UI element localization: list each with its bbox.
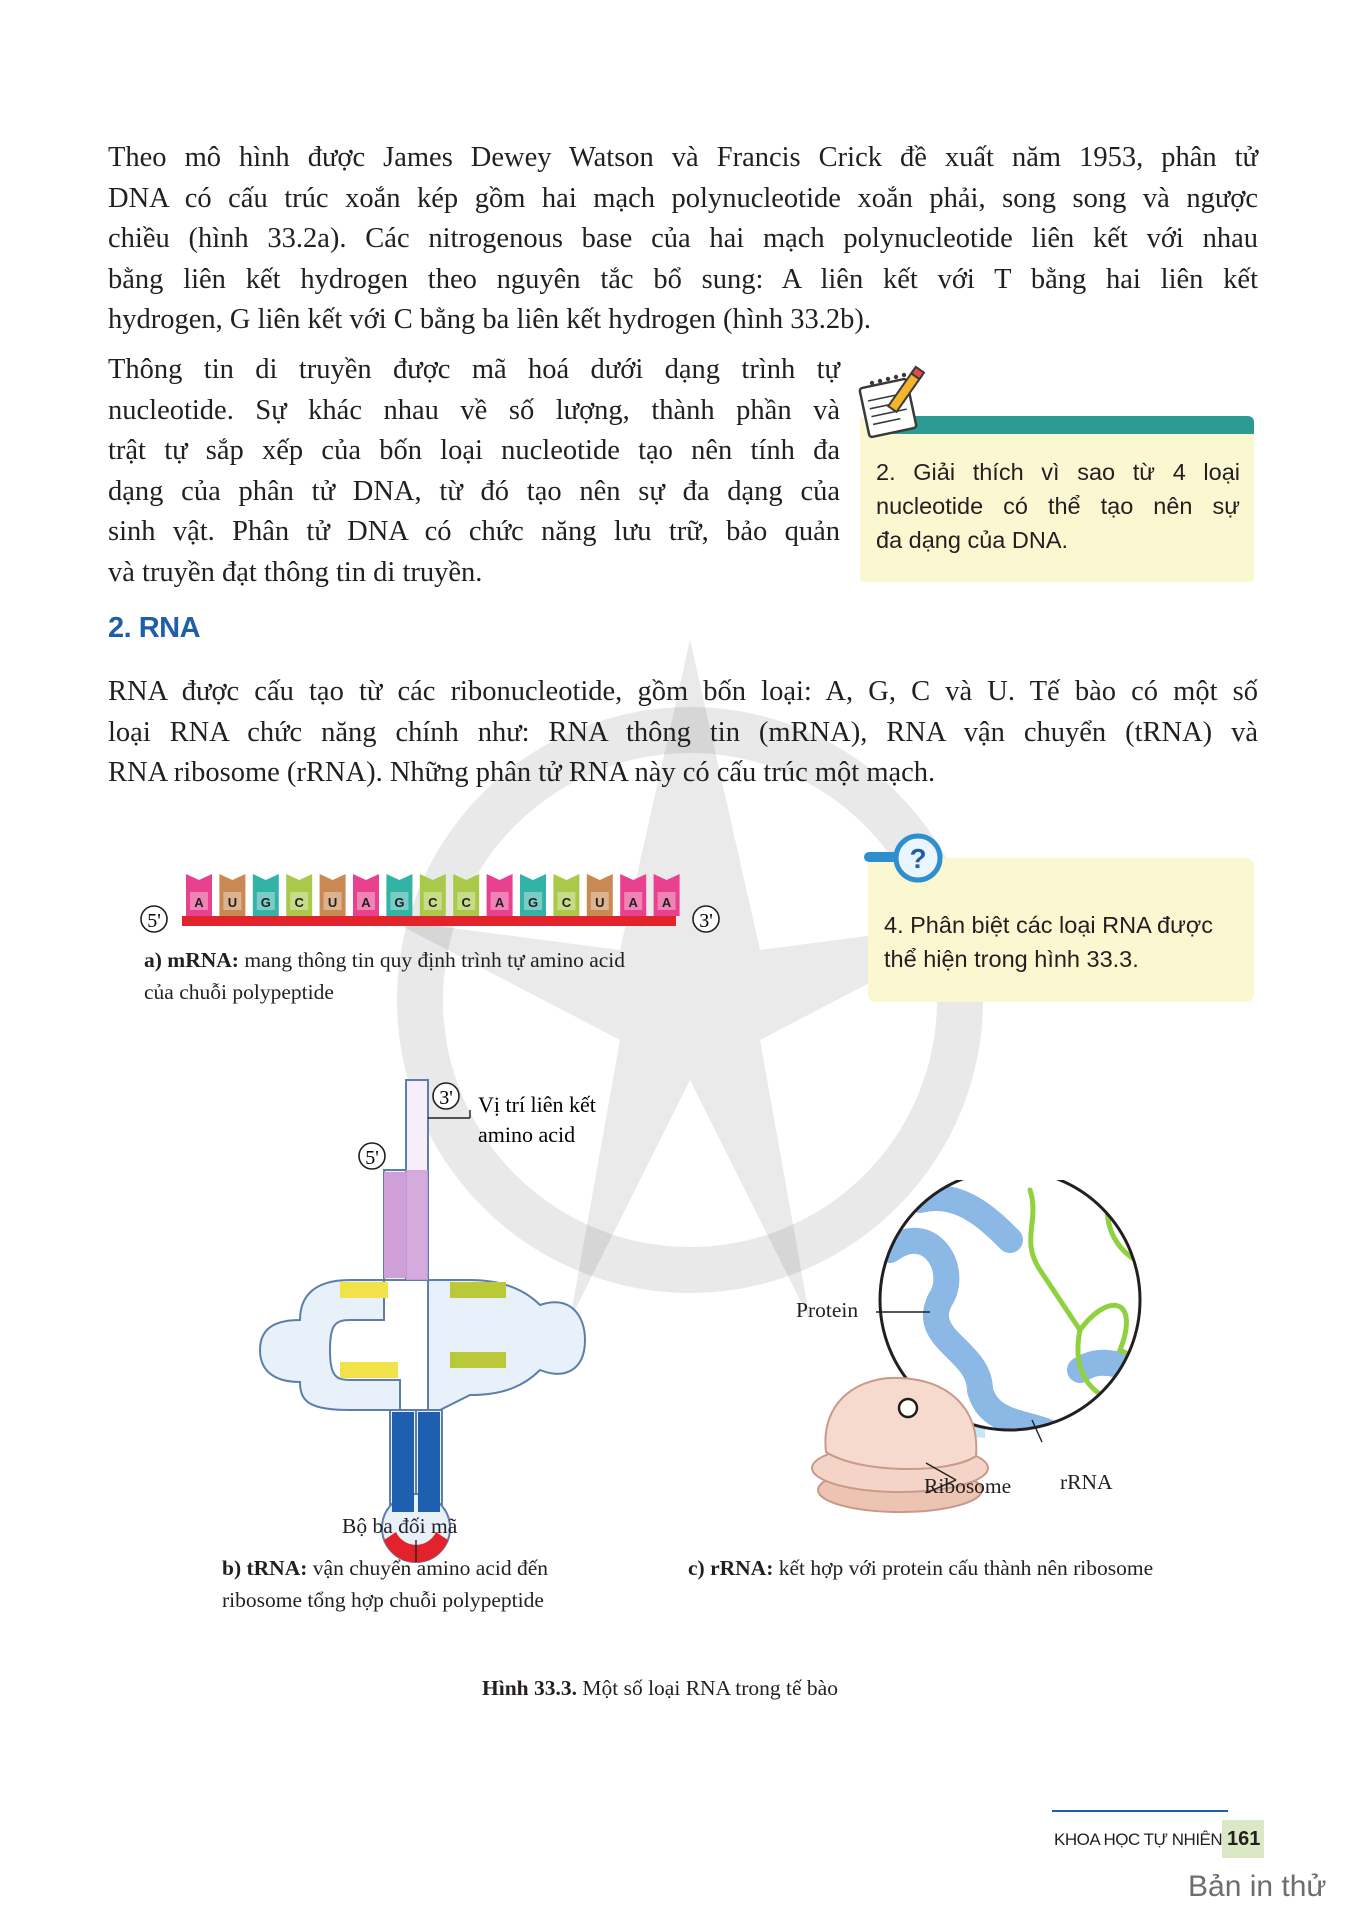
question-box-2 bbox=[860, 418, 1254, 582]
mrna-base-letter: G bbox=[528, 895, 538, 910]
mrna-base-letter: U bbox=[595, 895, 604, 910]
svg-text:?: ? bbox=[909, 843, 926, 874]
question-box-2-header-bar bbox=[878, 416, 1254, 434]
mrna-base-letter: C bbox=[562, 895, 572, 910]
mrna-3-end-marker bbox=[692, 905, 720, 933]
trna-5-end-label: 5' bbox=[365, 1147, 379, 1169]
rrna-protein-label: Protein bbox=[796, 1298, 859, 1322]
mrna-base-tile: G bbox=[520, 874, 546, 916]
rrna-caption: c) rRNA: kết hợp với protein cấu thành n… bbox=[688, 1552, 1268, 1584]
mrna-base-letter: A bbox=[495, 895, 505, 910]
rna-line: RNA được cấu tạo từ các ribonucleotide, … bbox=[108, 676, 1258, 707]
ribosome-icon bbox=[811, 1376, 989, 1513]
mrna-5-end-marker bbox=[140, 905, 168, 933]
figure-title-rest: Một số loại RNA trong tế bào bbox=[577, 1676, 838, 1700]
trna-3-end-marker bbox=[432, 1082, 460, 1110]
rrna-caption-bold: c) rRNA: bbox=[688, 1556, 774, 1580]
intro-line: chiều (hình 33.2a). Các nitrogenous base… bbox=[108, 223, 1258, 254]
trna-caption-line2: ribosome tổng hợp chuỗi polypeptide bbox=[222, 1588, 544, 1612]
info-line: sinh vật. Phân tử DNA có chức năng lưu t… bbox=[108, 516, 840, 547]
mrna-caption-rest: mang thông tin quy định trình tự amino a… bbox=[238, 948, 626, 972]
mrna-base-letter: U bbox=[328, 895, 337, 910]
question-box-2-text: 2. Giải thích vì sao từ 4 loại nucleotid… bbox=[876, 455, 1240, 557]
question-4-line: thể hiện trong hình 33.3. bbox=[884, 946, 1139, 972]
mrna-base-letter: A bbox=[194, 895, 204, 910]
mrna-diagram: A U G C U A G C C A G C U A A 5' 3' bbox=[140, 874, 720, 933]
question-box-4 bbox=[868, 858, 1254, 1002]
trna-anticodon-label: Bộ ba đối mã bbox=[342, 1514, 458, 1538]
question-box-4-text: 4. Phân biệt các loại RNA được thể hiện … bbox=[884, 908, 1246, 976]
figure-title: Hình 33.3. Một số loại RNA trong tế bào bbox=[482, 1672, 838, 1704]
mrna-base-tile: C bbox=[453, 874, 480, 916]
mrna-base-tile: U bbox=[219, 874, 246, 916]
rna-paragraph: RNA được cấu tạo từ các ribonucleotide, … bbox=[108, 672, 1258, 794]
trna-site-label-line2: amino acid bbox=[478, 1122, 575, 1147]
mrna-base-tile: A bbox=[486, 874, 513, 916]
intro-line: DNA có cấu trúc xoắn kép gồm hai mạch po… bbox=[108, 182, 1258, 214]
rrna-ribosome-label: Ribosome bbox=[924, 1474, 1012, 1498]
mrna-base-letter: U bbox=[228, 895, 237, 910]
mrna-base-tile: G bbox=[252, 874, 279, 916]
footer-book-title: KHOA HỌC TỰ NHIÊN 9 bbox=[1054, 1830, 1236, 1849]
section-heading: 2. RNA bbox=[108, 612, 201, 644]
rrna-caption-rest: kết hợp với protein cấu thành nên riboso… bbox=[773, 1556, 1154, 1580]
mrna-base-tile: C bbox=[553, 874, 580, 916]
mrna-base-letter: C bbox=[462, 895, 472, 910]
mrna-base-letter: A bbox=[662, 895, 672, 910]
rrna-diagram bbox=[811, 1180, 1142, 1513]
footer-rule bbox=[1052, 1810, 1228, 1812]
trna-3-end-label: 3' bbox=[439, 1087, 453, 1109]
question-2-line: 2. Giải thích vì sao từ 4 loại bbox=[876, 459, 1240, 485]
footer-page-number: 161 bbox=[1227, 1828, 1261, 1850]
trna-diagram: 5' 3' Vị trí liên kết amino acid bbox=[258, 1079, 596, 1563]
mrna-backbone bbox=[182, 916, 676, 926]
mrna-base-letter: C bbox=[295, 895, 305, 910]
mrna-base-tile: A bbox=[620, 874, 647, 916]
mrna-base-letter: A bbox=[629, 895, 639, 910]
mrna-base-tile: U bbox=[586, 874, 613, 916]
mrna-base-letter: G bbox=[394, 895, 404, 910]
trna-caption-bold: b) tRNA: bbox=[222, 1556, 308, 1580]
info-line: trật tự sắp xếp của bốn loại nucleotide … bbox=[108, 435, 840, 466]
trna-site-label-line1: Vị trí liên kết bbox=[478, 1092, 596, 1117]
trna-caption-rest: vận chuyển amino acid đến bbox=[307, 1556, 549, 1580]
mrna-5-end-label: 5' bbox=[147, 910, 161, 932]
info-line: dạng của phân tử DNA, từ đó tạo nên sự đ… bbox=[108, 475, 840, 507]
rrna-rrna-label: rRNA bbox=[1060, 1470, 1113, 1494]
info-line: và truyền đạt thông tin di truyền. bbox=[108, 556, 483, 588]
mrna-base-tile: G bbox=[386, 874, 413, 916]
intro-line: Theo mô hình được James Dewey Watson và … bbox=[108, 142, 1258, 173]
intro-paragraph: Theo mô hình được James Dewey Watson và … bbox=[108, 138, 1258, 341]
trna-caption: b) tRNA: vận chuyển amino acid đến ribos… bbox=[222, 1552, 642, 1616]
question-2-line: đa dạng của DNA. bbox=[876, 527, 1069, 553]
mrna-base-tile: A bbox=[653, 874, 680, 916]
intro-line: bằng liên kết hydrogen theo nguyên tắc b… bbox=[108, 263, 1258, 295]
mrna-base-tile: U bbox=[319, 874, 346, 916]
mrna-caption-bold: a) mRNA: bbox=[144, 948, 239, 972]
mrna-caption: a) mRNA: mang thông tin quy định trình t… bbox=[144, 944, 744, 1008]
mrna-base-tile: C bbox=[419, 874, 446, 916]
magnifier-question-icon: ? bbox=[864, 833, 943, 883]
question-4-line: 4. Phân biệt các loại RNA được bbox=[884, 912, 1213, 938]
mrna-caption-line2: của chuỗi polypeptide bbox=[144, 980, 334, 1004]
info-paragraph: Thông tin di truyền được mã hoá dưới dạn… bbox=[108, 350, 840, 593]
question-2-line: nucleotide có thể tạo nên sự bbox=[876, 493, 1240, 519]
notepad-pencil-icon bbox=[858, 365, 926, 439]
info-line: Thông tin di truyền được mã hoá dưới dạn… bbox=[108, 354, 840, 385]
mrna-base-letter: A bbox=[361, 895, 371, 910]
trna-5-end-marker bbox=[358, 1142, 386, 1170]
mrna-base-tile: A bbox=[186, 874, 212, 916]
figure-title-bold: Hình 33.3. bbox=[482, 1676, 577, 1700]
rna-line: loại RNA chức năng chính như: RNA thông … bbox=[108, 716, 1258, 748]
mrna-base-tile: C bbox=[286, 874, 313, 916]
intro-line: hydrogen, G liên kết với C bằng ba liên … bbox=[108, 304, 872, 335]
rna-line: RNA ribosome (rRNA). Những phân tử RNA n… bbox=[108, 757, 936, 788]
draft-watermark-text: Bản in thử bbox=[1188, 1870, 1327, 1903]
mrna-3-end-label: 3' bbox=[699, 910, 713, 932]
mrna-base-letter: C bbox=[428, 895, 438, 910]
info-line: nucleotide. Sự khác nhau về số lượng, th… bbox=[108, 394, 840, 426]
footer-page-badge bbox=[1222, 1820, 1264, 1858]
mrna-base-letter: G bbox=[261, 895, 271, 910]
mrna-base-tile: A bbox=[353, 874, 379, 916]
